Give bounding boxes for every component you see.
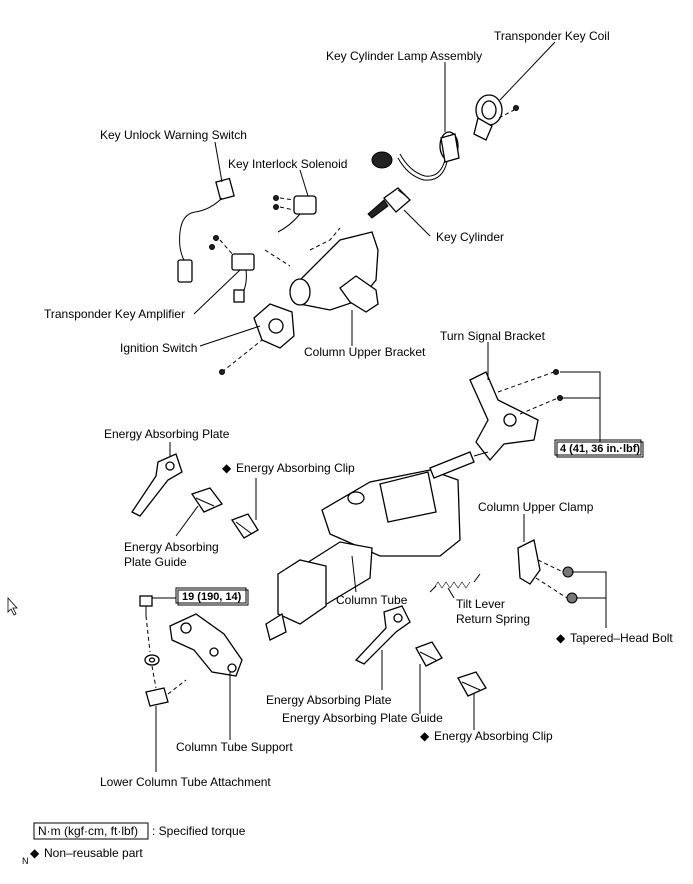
transponder-key-amplifier-part <box>209 235 255 303</box>
torque-box-column-tube-support: 19 (190, 14) <box>175 587 249 606</box>
label-tilt-lever-line1: Tilt Lever <box>456 597 505 611</box>
label-key-cylinder-lamp-assembly: Key Cylinder Lamp Assembly <box>326 49 482 63</box>
label-key-unlock-warning-switch: Key Unlock Warning Switch <box>100 128 247 142</box>
label-tilt-lever-line2: Return Spring <box>456 612 530 626</box>
label-transponder-key-amplifier: Transponder Key Amplifier <box>44 307 185 321</box>
legend-corner-mark: N <box>22 856 29 866</box>
column-upper-bracket-part <box>264 227 379 313</box>
label-energy-absorbing-plate-guide-top-line1: Energy Absorbing <box>124 540 219 554</box>
column-upper-clamp-part <box>517 539 578 604</box>
turn-signal-bracket-part <box>469 369 563 462</box>
energy-absorbing-clip-bottom-part <box>457 671 487 697</box>
key-unlock-warning-switch-part <box>177 177 235 283</box>
label-energy-absorbing-plate-guide-top-line2: Plate Guide <box>124 555 187 569</box>
energy-absorbing-plate-guide-top-part <box>190 487 224 513</box>
label-energy-absorbing-plate-top: Energy Absorbing Plate <box>104 427 230 441</box>
lower-attachment-stack-part <box>139 595 187 707</box>
column-tube-part <box>265 541 373 641</box>
energy-absorbing-plate-top-part <box>131 453 183 517</box>
energy-absorbing-plate-bottom-part <box>354 605 411 665</box>
key-cylinder-lamp-assembly-part <box>371 131 460 181</box>
legend-nonreusable-marker: ◆ <box>30 846 40 860</box>
transponder-key-coil-part <box>473 94 519 141</box>
key-interlock-solenoid-part <box>273 195 317 233</box>
leader-lines <box>152 41 607 772</box>
label-energy-absorbing-clip-top: Energy Absorbing Clip <box>236 461 355 475</box>
torque-box-turn-signal: 4 (41, 36 in.·lbf) <box>554 439 644 458</box>
ignition-switch-part <box>219 303 295 375</box>
label-column-upper-bracket: Column Upper Bracket <box>304 345 426 359</box>
label-ignition-switch: Ignition Switch <box>120 341 197 355</box>
legend-nonreusable-desc: Non–reusable part <box>44 846 143 860</box>
nonreusable-marker-clip-bottom: ◆ <box>420 729 430 743</box>
label-lower-column-tube-attachment: Lower Column Tube Attachment <box>100 775 271 789</box>
label-energy-absorbing-clip-bottom: Energy Absorbing Clip <box>434 729 553 743</box>
legend-torque-unit-desc: : Specified torque <box>152 824 246 838</box>
label-column-tube-support: Column Tube Support <box>176 740 293 754</box>
label-column-upper-clamp: Column Upper Clamp <box>478 500 594 514</box>
mouse-cursor-icon <box>7 596 18 616</box>
legend-torque-unit-box: N·m (kgf·cm, ft·lbf) <box>38 824 138 838</box>
energy-absorbing-clip-top-part <box>231 513 259 539</box>
tilt-lever-return-spring-part <box>429 573 481 593</box>
column-housing-part <box>321 451 489 557</box>
nonreusable-marker-tapered-bolt: ◆ <box>556 631 566 645</box>
energy-absorbing-plate-guide-bottom-part <box>415 641 443 667</box>
nonreusable-marker-clip-top: ◆ <box>222 461 232 475</box>
label-key-interlock-solenoid: Key Interlock Solenoid <box>228 157 347 171</box>
label-key-cylinder: Key Cylinder <box>436 230 504 244</box>
label-tapered-head-bolt: Tapered–Head Bolt <box>570 631 673 645</box>
torque-column-tube-support-bolt: 19 (190, 14) <box>182 591 242 603</box>
column-tube-support-part <box>169 613 243 677</box>
torque-turn-signal-bracket-bolts: 4 (41, 36 in.·lbf) <box>560 443 640 455</box>
label-energy-absorbing-plate-guide-bottom: Energy Absorbing Plate Guide <box>282 711 443 725</box>
label-energy-absorbing-plate-bottom: Energy Absorbing Plate <box>266 693 392 707</box>
label-column-tube: Column Tube <box>336 593 408 607</box>
key-cylinder-part <box>367 187 411 219</box>
legend: N·m (kgf·cm, ft·lbf) : Specified torque … <box>22 822 246 866</box>
label-transponder-key-coil: Transponder Key Coil <box>494 29 610 43</box>
label-turn-signal-bracket: Turn Signal Bracket <box>440 329 546 343</box>
